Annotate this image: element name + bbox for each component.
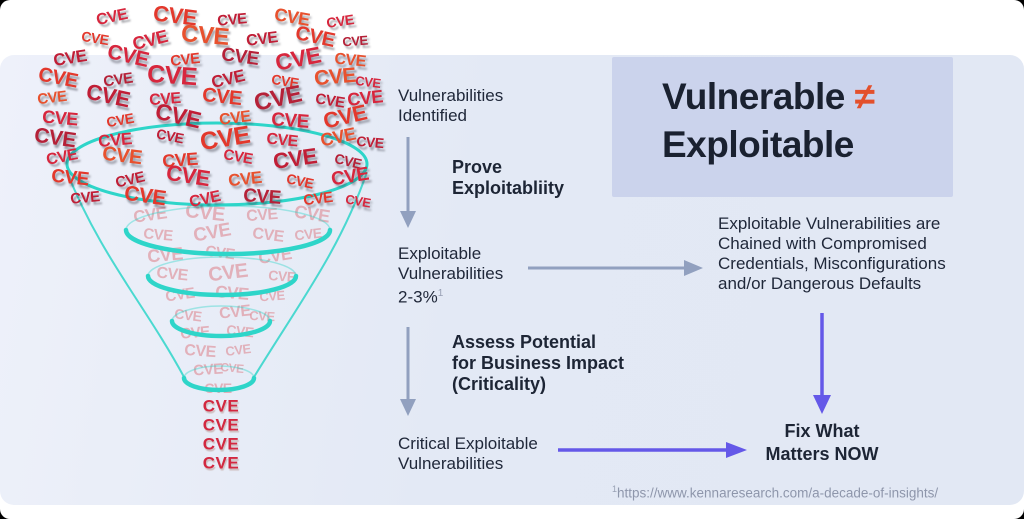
cve-text: CVE: [36, 63, 80, 93]
footnote-url: 1https://www.kennaresearch.com/a-decade-…: [612, 484, 938, 501]
footnote-marker: 1: [612, 484, 618, 494]
action-line: Exploitabliity: [452, 178, 565, 198]
funnel-ring-2: [123, 227, 333, 257]
down-arrow-gray-1: [400, 137, 416, 228]
cve-text: CVE: [202, 415, 240, 435]
action-line: Prove: [452, 157, 503, 177]
cve-text: CVE: [271, 143, 319, 174]
cve-text: CVE: [202, 434, 240, 454]
cve-text: CVE: [270, 109, 310, 133]
step-line: Vulnerabilities: [398, 454, 504, 473]
cve-text: CVE: [105, 109, 135, 131]
step-line: Vulnerabilities: [398, 86, 504, 105]
footnote-text: https://www.kennaresearch.com/a-decade-o…: [617, 485, 939, 501]
cve-text: CVE: [302, 188, 334, 210]
cve-text: CVE: [344, 191, 372, 211]
fix-line: Fix What: [784, 421, 860, 441]
header-title: Vulnerable ≠ Exploitable: [662, 73, 875, 169]
header-box: Vulnerable ≠ Exploitable: [612, 57, 953, 197]
cve-text: CVE: [69, 188, 101, 208]
step-line: Exploitable: [398, 244, 482, 263]
funnel-mouth-ring: [65, 121, 369, 207]
right-arrow-gray: [528, 260, 703, 276]
chained-vulnerabilities-paragraph: Exploitable Vulnerabilities are Chained …: [718, 214, 946, 294]
step-vulnerabilities-identified: Vulnerabilities Identified: [398, 86, 503, 126]
cve-text: CVE: [313, 63, 357, 91]
step-critical-exploitable: Critical Exploitable Vulnerabilities: [398, 434, 538, 474]
not-equal-sign: ≠: [854, 76, 875, 117]
cve-text: CVE: [202, 453, 240, 473]
step-line: Vulnerabilities: [398, 264, 504, 283]
action-assess-potential: Assess Potential for Business Impact (Cr…: [452, 332, 624, 395]
cve-text: CVE: [36, 87, 68, 109]
step-percentage: 2-3%1: [398, 287, 444, 307]
cve-text: CVE: [202, 396, 240, 416]
cve-text: CVE: [355, 132, 385, 152]
cve-text: CVE: [284, 170, 316, 192]
fix-what-matters-label: Fix What Matters NOW: [732, 420, 912, 466]
paragraph-line: and/or Dangerous Defaults: [718, 274, 922, 293]
cve-text: CVE: [187, 187, 223, 212]
funnel-ring-3: [145, 273, 299, 298]
step-line: Identified: [398, 106, 467, 125]
cve-text: CVE: [84, 78, 133, 113]
fix-line: Matters NOW: [765, 444, 879, 464]
cve-text: CVE: [146, 59, 198, 92]
down-arrow-gray-2: [400, 327, 416, 416]
paragraph-line: Exploitable Vulnerabilities are: [718, 214, 941, 233]
funnel-ring-4: [169, 318, 273, 339]
funnel-ring-5: [181, 375, 257, 393]
cve-text: CVE: [325, 11, 355, 31]
paragraph-line: Chained with Compromised: [718, 234, 927, 253]
cve-text: CVE: [242, 185, 282, 209]
down-arrow-purple: [813, 313, 831, 414]
action-line: Assess Potential: [452, 332, 597, 352]
step-exploitable-vulnerabilities: Exploitable Vulnerabilities 2-3%1: [398, 244, 503, 308]
cve-text: CVE: [155, 125, 185, 147]
funnel-wall-right: [253, 171, 368, 378]
step-line: Critical Exploitable: [398, 434, 538, 453]
cve-text: CVE: [341, 32, 369, 50]
cve-text: CVE: [100, 142, 144, 170]
header-title-line-1: Vulnerable ≠: [662, 76, 875, 117]
cve-text: CVE: [222, 146, 254, 168]
right-arrow-purple: [558, 442, 747, 458]
cve-text: CVE: [164, 159, 212, 192]
cve-text: CVE: [50, 165, 90, 191]
cve-text: CVE: [80, 27, 110, 49]
cve-text: CVE: [329, 163, 371, 191]
funnel-wall-left: [66, 171, 185, 378]
action-prove-exploitability: Prove Exploitabliity: [452, 157, 564, 199]
action-line: (Criticality): [452, 374, 547, 394]
footnote-marker: 1: [437, 288, 444, 299]
cve-text: CVE: [201, 83, 243, 111]
cve-text: CVE: [94, 5, 130, 30]
cve-text: CVE: [122, 181, 168, 211]
funnel-graphic: [65, 121, 369, 393]
cve-text: CVE: [44, 146, 79, 169]
action-line: for Business Impact: [452, 353, 625, 373]
paragraph-line: Credentials, Misconfigurations: [718, 254, 946, 273]
header-title-line-2: Exploitable: [662, 124, 854, 165]
